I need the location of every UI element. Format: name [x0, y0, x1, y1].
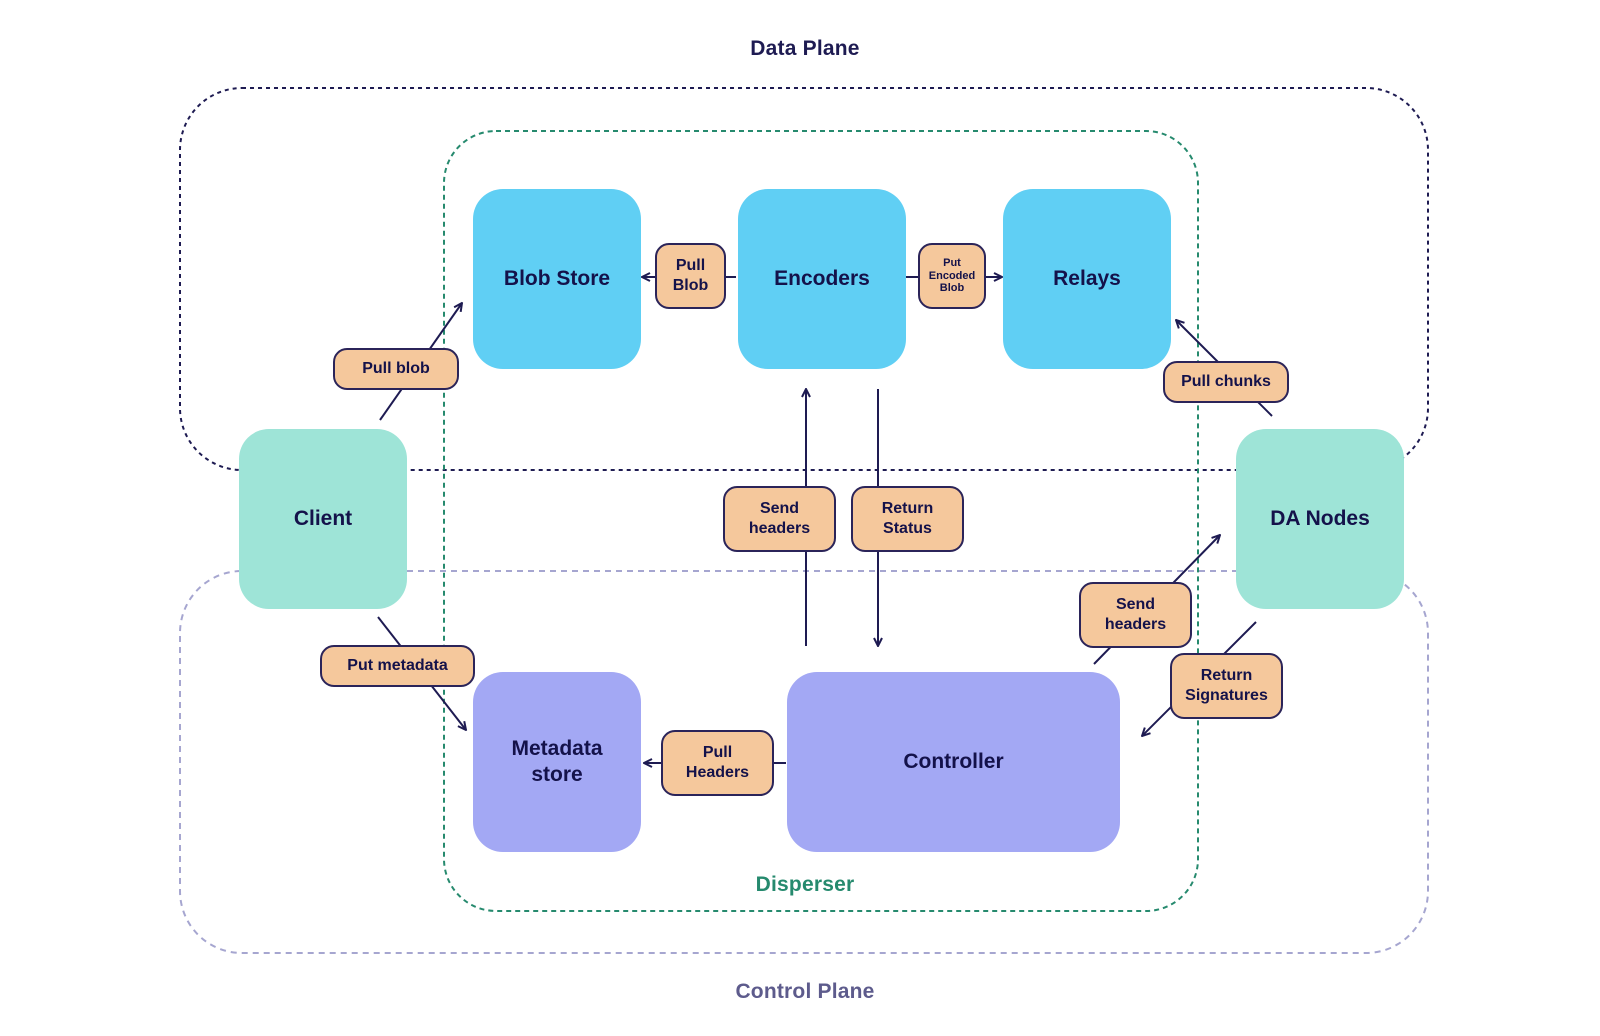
edge-label-put-metadata: Put metadata: [320, 645, 475, 687]
edge-label-pull-blob-client: Pull blob: [333, 348, 459, 390]
da-nodes-node[interactable]: DA Nodes: [1236, 429, 1404, 609]
blob-store-node[interactable]: Blob Store: [473, 189, 641, 369]
edge-label-pull-blob-encoder: Pull Blob: [655, 243, 726, 309]
edge-label-send-headers-encoders: Send headers: [723, 486, 836, 552]
edge-label-return-status: Return Status: [851, 486, 964, 552]
disperser-title: Disperser: [755, 873, 855, 896]
edge-label-put-encoded-blob: Put Encoded Blob: [918, 243, 986, 309]
relays-node[interactable]: Relays: [1003, 189, 1171, 369]
control-plane-title: Control Plane: [735, 980, 875, 1003]
controller-node[interactable]: Controller: [787, 672, 1120, 852]
disperser-boundary: [443, 130, 1199, 912]
edge-label-return-signatures: Return Signatures: [1170, 653, 1283, 719]
client-node[interactable]: Client: [239, 429, 407, 609]
control-plane-boundary: [179, 570, 1429, 954]
edge-label-pull-chunks: Pull chunks: [1163, 361, 1289, 403]
encoders-node[interactable]: Encoders: [738, 189, 906, 369]
data-plane-title: Data Plane: [750, 37, 860, 60]
data-plane-boundary: [179, 87, 1429, 471]
metadata-store-node[interactable]: Metadata store: [473, 672, 641, 852]
edge-label-pull-headers: Pull Headers: [661, 730, 774, 796]
edge-label-send-headers-nodes: Send headers: [1079, 582, 1192, 648]
